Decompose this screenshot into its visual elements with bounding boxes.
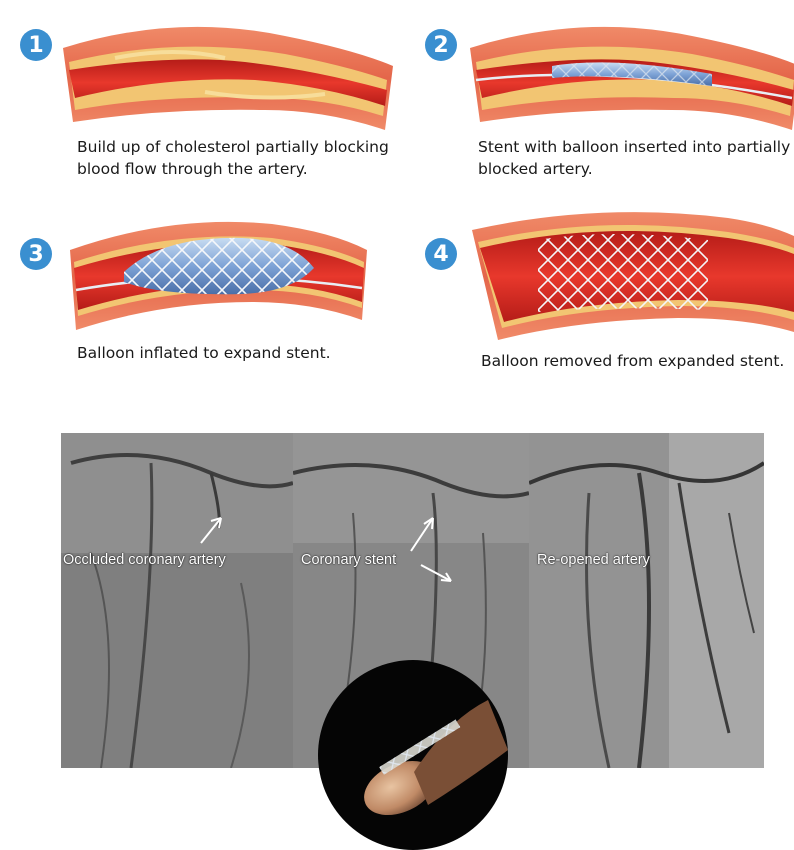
step-2-caption-line-2: blocked artery. bbox=[478, 160, 593, 178]
step-3-badge: 3 bbox=[20, 238, 52, 270]
label-coronary-stent: Coronary stent bbox=[301, 552, 397, 568]
artery-step-2-illustration bbox=[470, 26, 794, 130]
fingertip-stent-illustration bbox=[364, 700, 508, 816]
angiogram-panel-occluded bbox=[61, 433, 293, 768]
artery-step-4-illustration bbox=[472, 212, 794, 340]
artery-step-1-illustration bbox=[63, 26, 393, 130]
step-1-caption-line-2: blood flow through the artery. bbox=[77, 160, 308, 178]
angiogram-image: Occluded coronary artery Coronary stent … bbox=[61, 433, 764, 768]
stent-on-fingertip-photo bbox=[318, 660, 508, 850]
angiogram-panel-reopened bbox=[529, 433, 764, 768]
artery-step-3-illustration bbox=[70, 221, 367, 330]
step-1-badge: 1 bbox=[20, 29, 52, 61]
step-1-caption-line-1: Build up of cholesterol partially blocki… bbox=[77, 138, 389, 156]
step-4-caption: Balloon removed from expanded stent. bbox=[481, 352, 785, 370]
label-re-opened-artery: Re-opened artery bbox=[537, 552, 650, 568]
step-4-badge: 4 bbox=[425, 238, 457, 270]
step-3-caption: Balloon inflated to expand stent. bbox=[77, 344, 331, 362]
label-occluded-coronary-artery: Occluded coronary artery bbox=[63, 552, 226, 568]
step-2-badge: 2 bbox=[425, 29, 457, 61]
step-2-caption-line-1: Stent with balloon inserted into partial… bbox=[478, 138, 791, 156]
